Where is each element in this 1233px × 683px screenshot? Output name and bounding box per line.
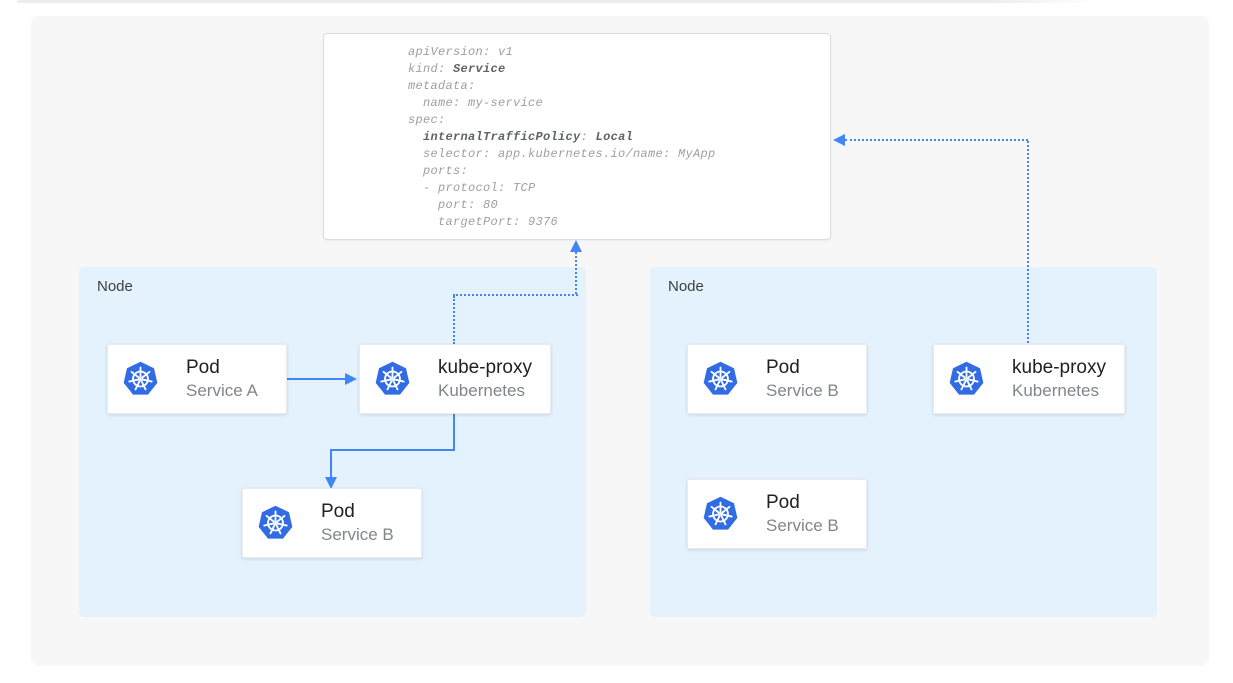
arrow-segment bbox=[453, 414, 455, 451]
yaml-line: - protocol: TCP bbox=[408, 181, 536, 195]
kubernetes-icon bbox=[948, 360, 985, 396]
card-kube-proxy-left: kube-proxy Kubernetes bbox=[359, 344, 551, 414]
yaml-line: metadata: bbox=[408, 79, 476, 93]
kubernetes-icon bbox=[702, 495, 739, 531]
service-yaml-panel: apiVersion: v1 kind: Service metadata: nam… bbox=[323, 33, 831, 240]
yaml-line: spec: bbox=[408, 113, 446, 127]
arrow-segment bbox=[330, 451, 332, 477]
node-label: Node bbox=[668, 278, 704, 295]
top-divider bbox=[17, 0, 1095, 3]
card-pod-service-b-right-bottom: Pod Service B bbox=[687, 479, 867, 549]
card-subtitle: Kubernetes bbox=[1012, 381, 1099, 400]
yaml-line: targetPort: 9376 bbox=[408, 215, 559, 229]
kubernetes-icon bbox=[702, 360, 739, 396]
card-title: Pod bbox=[766, 492, 800, 513]
yaml-line: port: 80 bbox=[408, 198, 499, 212]
card-subtitle: Service B bbox=[766, 516, 839, 535]
kubernetes-icon bbox=[257, 504, 294, 540]
card-subtitle: Service B bbox=[766, 381, 839, 400]
card-pod-service-b-left: Pod Service B bbox=[242, 488, 422, 558]
card-subtitle: Service A bbox=[186, 381, 258, 400]
node-label: Node bbox=[97, 278, 133, 295]
node-left: Node bbox=[79, 267, 586, 617]
card-pod-service-b-right-top: Pod Service B bbox=[687, 344, 867, 414]
yaml-line: ports: bbox=[408, 164, 469, 178]
yaml-line: apiVersion: v1 bbox=[408, 45, 514, 59]
kubernetes-icon bbox=[122, 360, 159, 396]
card-title: kube-proxy bbox=[438, 357, 532, 378]
arrowhead-up bbox=[570, 240, 582, 252]
arrow-segment bbox=[845, 139, 1028, 141]
yaml-line: internalTrafficPolicy: Local bbox=[423, 130, 634, 144]
arrowhead-down bbox=[325, 477, 337, 489]
card-title: Pod bbox=[186, 357, 220, 378]
card-title: kube-proxy bbox=[1012, 357, 1106, 378]
yaml-line: kind: Service bbox=[408, 62, 506, 76]
node-right: Node bbox=[650, 267, 1157, 617]
yaml-line: name: my-service bbox=[408, 96, 544, 110]
arrow-segment bbox=[575, 252, 577, 294]
kubernetes-icon bbox=[374, 360, 411, 396]
card-subtitle: Service B bbox=[321, 525, 394, 544]
arrow-segment bbox=[453, 294, 578, 296]
card-title: Pod bbox=[766, 357, 800, 378]
yaml-line: selector: app.kubernetes.io/name: MyApp bbox=[408, 147, 716, 161]
card-title: Pod bbox=[321, 501, 355, 522]
arrow-segment bbox=[453, 296, 455, 344]
yaml-code: apiVersion: v1 kind: Service metadata: nam… bbox=[408, 44, 820, 231]
card-kube-proxy-right: kube-proxy Kubernetes bbox=[933, 344, 1125, 414]
arrow-segment bbox=[287, 378, 345, 380]
arrowhead-right bbox=[345, 373, 357, 385]
arrowhead-left bbox=[833, 134, 845, 146]
arrow-segment bbox=[330, 449, 455, 451]
card-subtitle: Kubernetes bbox=[438, 381, 525, 400]
card-pod-service-a: Pod Service A bbox=[107, 344, 287, 414]
arrow-segment bbox=[1027, 141, 1029, 343]
